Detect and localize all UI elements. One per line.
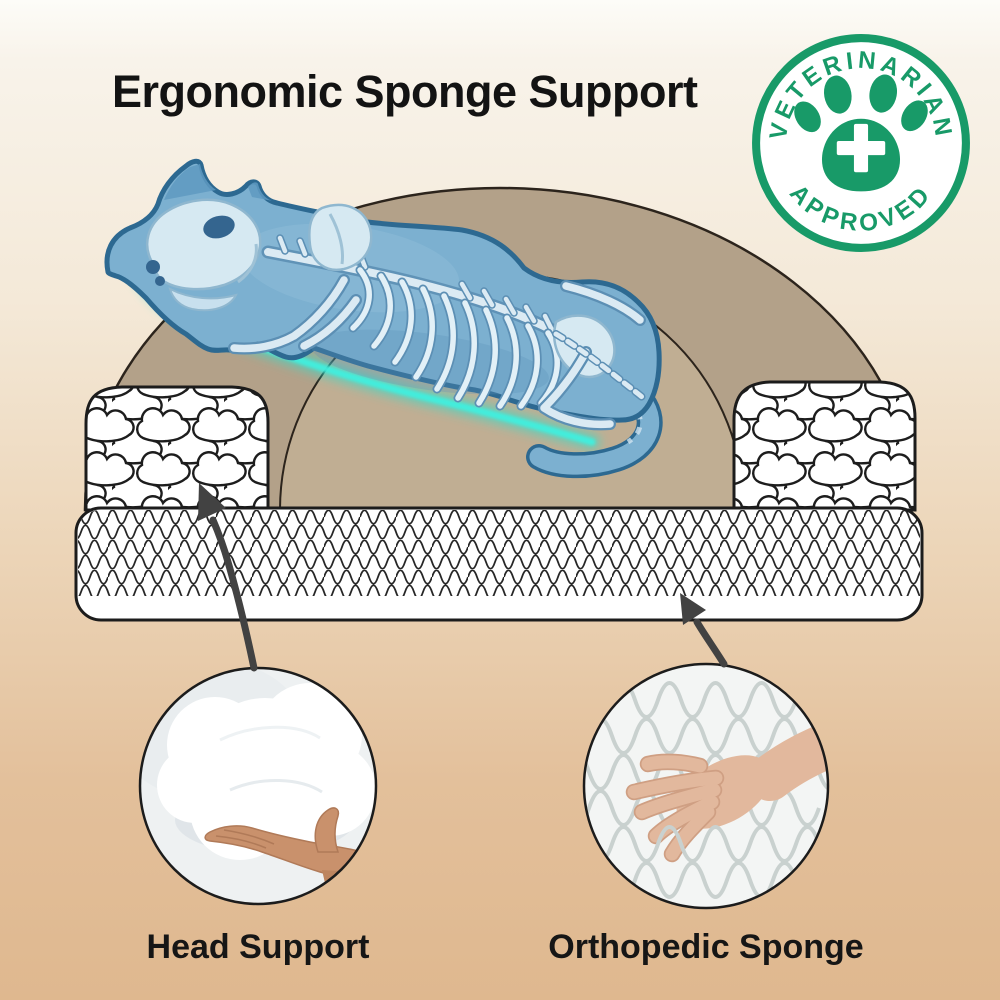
head-support-bolster <box>84 385 270 512</box>
eye-socket <box>203 215 235 239</box>
ear-inner-2 <box>248 182 273 201</box>
knit-texture <box>78 510 920 596</box>
orthopedic-sponge-circle-border <box>582 662 830 910</box>
medical-cross-icon <box>836 123 886 173</box>
orthopedic-sponge-label: Orthopedic Sponge <box>548 928 864 966</box>
vet-approved-badge: VETERINARIAN APPROVED <box>752 34 970 252</box>
pressing-hand <box>625 719 828 863</box>
cat-bones <box>146 198 642 425</box>
orthopedic-sponge-arrow <box>680 593 728 668</box>
ear-inner <box>164 164 216 200</box>
cat-jaw <box>168 287 238 312</box>
cat-skeleton-illustration <box>104 158 659 465</box>
nose <box>146 260 160 274</box>
right-bolster <box>732 380 917 512</box>
head-support-label: Head Support <box>146 928 370 966</box>
orthopedic-sponge-photo <box>582 662 830 910</box>
head-support-arrow <box>198 483 258 672</box>
orthopedic-mattress <box>74 506 924 622</box>
page-title: Ergonomic Sponge Support <box>112 66 698 117</box>
head-support-photo <box>138 666 378 906</box>
head-support-circle-border <box>138 666 378 906</box>
